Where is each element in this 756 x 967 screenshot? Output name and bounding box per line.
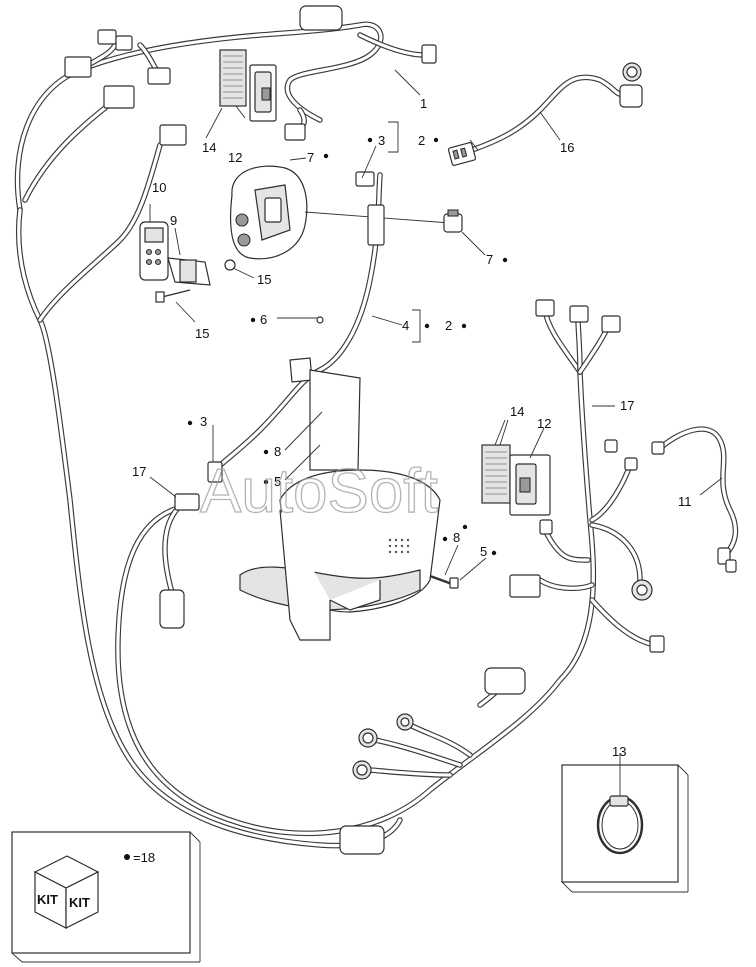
callout-12-middle: 12 bbox=[537, 416, 551, 431]
watermark-text: AutoSoft bbox=[200, 457, 438, 526]
leader-lines bbox=[149, 69, 723, 796]
mounting-tray bbox=[239, 316, 441, 641]
callout-17-left: 17 bbox=[132, 464, 146, 479]
clamp-13-box bbox=[561, 764, 689, 893]
callout-5-middle: 5 bbox=[274, 474, 281, 489]
callout-6: 6 bbox=[260, 312, 267, 327]
round-connectors-bottom bbox=[352, 713, 414, 780]
harness-16 bbox=[447, 62, 643, 166]
callout-14-middle: 14 bbox=[510, 404, 524, 419]
callout-7-right: 7 bbox=[486, 252, 493, 267]
callout-15-right: 15 bbox=[257, 272, 271, 287]
plug-connector-16 bbox=[447, 142, 477, 166]
decal-14-middle bbox=[481, 444, 511, 504]
callout-2-top: 2 bbox=[418, 133, 425, 148]
callout-labels: 1 2 3 16 7 14 12 10 9 7 15 15 6 4 2 17 3… bbox=[132, 96, 692, 759]
harness-1 bbox=[14, 21, 428, 849]
callout-9: 9 bbox=[170, 213, 177, 228]
kit-box-icon: KIT KIT bbox=[33, 855, 100, 929]
controller-7 bbox=[229, 165, 463, 260]
switch-12-top bbox=[249, 64, 277, 122]
callout-14-top: 14 bbox=[202, 140, 216, 155]
switch-12-middle bbox=[509, 454, 551, 516]
callout-1: 1 bbox=[420, 96, 427, 111]
callout-8-middle: 8 bbox=[274, 444, 281, 459]
harness-11 bbox=[651, 426, 739, 573]
round-connector-16 bbox=[619, 62, 643, 108]
main-harness bbox=[115, 307, 658, 837]
legend-note: =18 bbox=[133, 850, 155, 865]
decal-14-top bbox=[219, 49, 247, 107]
callout-dots bbox=[187, 137, 508, 556]
callout-2-middle: 2 bbox=[445, 318, 452, 333]
callout-4: 4 bbox=[402, 318, 409, 333]
callout-12-top: 12 bbox=[228, 150, 242, 165]
callout-15-bottom: 15 bbox=[195, 326, 209, 341]
callout-3-left: 3 bbox=[200, 414, 207, 429]
remote-10 bbox=[139, 221, 169, 281]
knob-7 bbox=[443, 209, 463, 233]
kit-label-left: KIT bbox=[37, 892, 58, 907]
bolt-5 bbox=[429, 574, 459, 589]
hose-clamp-13 bbox=[596, 795, 644, 855]
kit-label-right: KIT bbox=[69, 895, 90, 910]
callout-3-top: 3 bbox=[378, 133, 385, 148]
callout-10: 10 bbox=[152, 180, 166, 195]
callout-11: 11 bbox=[678, 494, 692, 509]
callout-5-right: 5 bbox=[480, 544, 487, 559]
harness-17-connectors bbox=[159, 299, 665, 855]
bracket-9 bbox=[155, 257, 236, 303]
kit-legend: KIT KIT =18 bbox=[11, 831, 201, 963]
callout-16: 16 bbox=[560, 140, 574, 155]
callout-13: 13 bbox=[612, 744, 626, 759]
harness-1-connectors bbox=[64, 5, 437, 146]
callout-8-right: 8 bbox=[453, 530, 460, 545]
callout-17-right: 17 bbox=[620, 398, 634, 413]
harness-4 bbox=[207, 171, 385, 483]
callout-7-top: 7 bbox=[307, 150, 314, 165]
